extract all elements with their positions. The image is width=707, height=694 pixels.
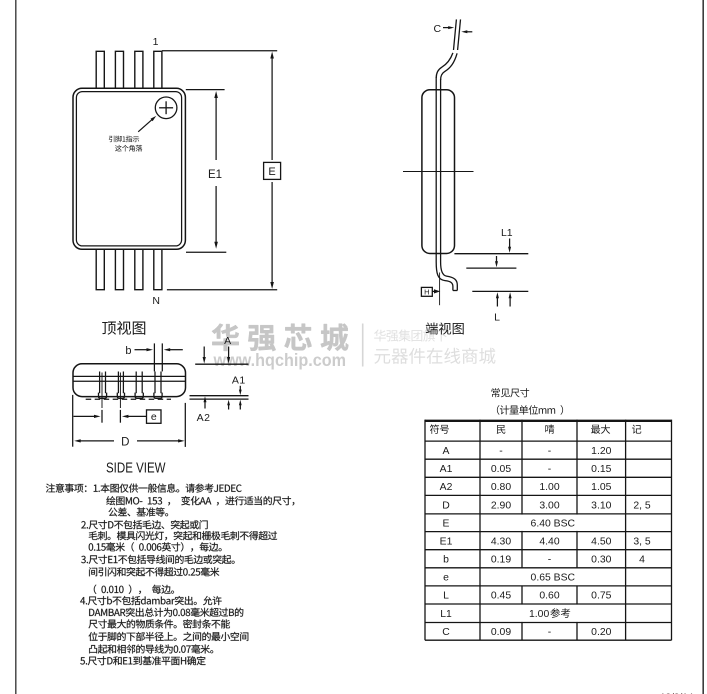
svg-text:0.30: 0.30 bbox=[591, 555, 611, 566]
svg-text:4.40: 4.40 bbox=[539, 536, 559, 547]
svg-text:0.60: 0.60 bbox=[539, 591, 559, 602]
svg-text:www.hqchip.com: www.hqchip.com bbox=[213, 350, 346, 370]
svg-text:13/3/14: 13/3/14 bbox=[660, 693, 694, 694]
svg-text:0.45: 0.45 bbox=[491, 591, 511, 602]
svg-text:A: A bbox=[224, 335, 231, 347]
svg-text:1.00: 1.00 bbox=[529, 609, 549, 620]
svg-text:3, 5: 3, 5 bbox=[633, 536, 651, 547]
svg-text:L: L bbox=[494, 311, 500, 323]
svg-text:b: b bbox=[125, 345, 131, 357]
svg-text:0.09: 0.09 bbox=[491, 627, 511, 638]
svg-text:A2: A2 bbox=[440, 482, 453, 493]
svg-text:4: 4 bbox=[639, 555, 645, 566]
svg-text:E: E bbox=[268, 166, 275, 178]
svg-text:E1: E1 bbox=[440, 536, 453, 547]
svg-text:A1: A1 bbox=[440, 464, 453, 475]
svg-text:4.50: 4.50 bbox=[591, 536, 611, 547]
svg-text:-: - bbox=[548, 555, 551, 566]
svg-text:C: C bbox=[442, 627, 450, 638]
svg-text:e: e bbox=[443, 573, 449, 584]
svg-text:SIDE VIEW: SIDE VIEW bbox=[106, 460, 166, 476]
svg-text:3.00: 3.00 bbox=[539, 500, 559, 511]
svg-text:-: - bbox=[499, 446, 502, 457]
svg-text:-: - bbox=[548, 464, 551, 475]
svg-text:N: N bbox=[152, 295, 160, 307]
svg-text:e: e bbox=[151, 411, 157, 423]
svg-text:C: C bbox=[434, 23, 442, 35]
svg-text:0.65 BSC: 0.65 BSC bbox=[531, 573, 576, 584]
svg-text:-: - bbox=[548, 627, 551, 638]
svg-text:D: D bbox=[121, 437, 129, 449]
svg-text:2.90: 2.90 bbox=[491, 500, 511, 511]
svg-text:A2: A2 bbox=[197, 412, 211, 424]
svg-text:3.10: 3.10 bbox=[591, 500, 611, 511]
svg-text:D: D bbox=[442, 500, 450, 511]
svg-text:L1: L1 bbox=[440, 609, 452, 620]
svg-text:0.19: 0.19 bbox=[491, 555, 511, 566]
svg-text:A1: A1 bbox=[232, 374, 246, 386]
svg-text:0.80: 0.80 bbox=[491, 482, 511, 493]
svg-text:4.30: 4.30 bbox=[491, 536, 511, 547]
svg-text:L1: L1 bbox=[501, 227, 513, 239]
svg-text:L: L bbox=[443, 591, 449, 602]
svg-text:2, 5: 2, 5 bbox=[633, 500, 651, 511]
svg-text:E: E bbox=[443, 519, 450, 530]
svg-text:0.15: 0.15 bbox=[591, 464, 611, 475]
svg-text:1.20: 1.20 bbox=[591, 446, 611, 457]
svg-text:0.20: 0.20 bbox=[591, 627, 611, 638]
svg-text:-: - bbox=[548, 446, 551, 457]
svg-text:0.05: 0.05 bbox=[491, 464, 511, 475]
svg-text:E1: E1 bbox=[208, 169, 222, 181]
svg-text:6.40 BSC: 6.40 BSC bbox=[531, 519, 576, 530]
svg-text:1: 1 bbox=[153, 36, 159, 48]
svg-text:A: A bbox=[443, 446, 450, 457]
svg-text:0.75: 0.75 bbox=[591, 591, 611, 602]
svg-text:H: H bbox=[424, 287, 429, 296]
svg-text:1.00: 1.00 bbox=[539, 482, 559, 493]
svg-text:1.05: 1.05 bbox=[591, 482, 611, 493]
svg-text:b: b bbox=[443, 555, 449, 566]
